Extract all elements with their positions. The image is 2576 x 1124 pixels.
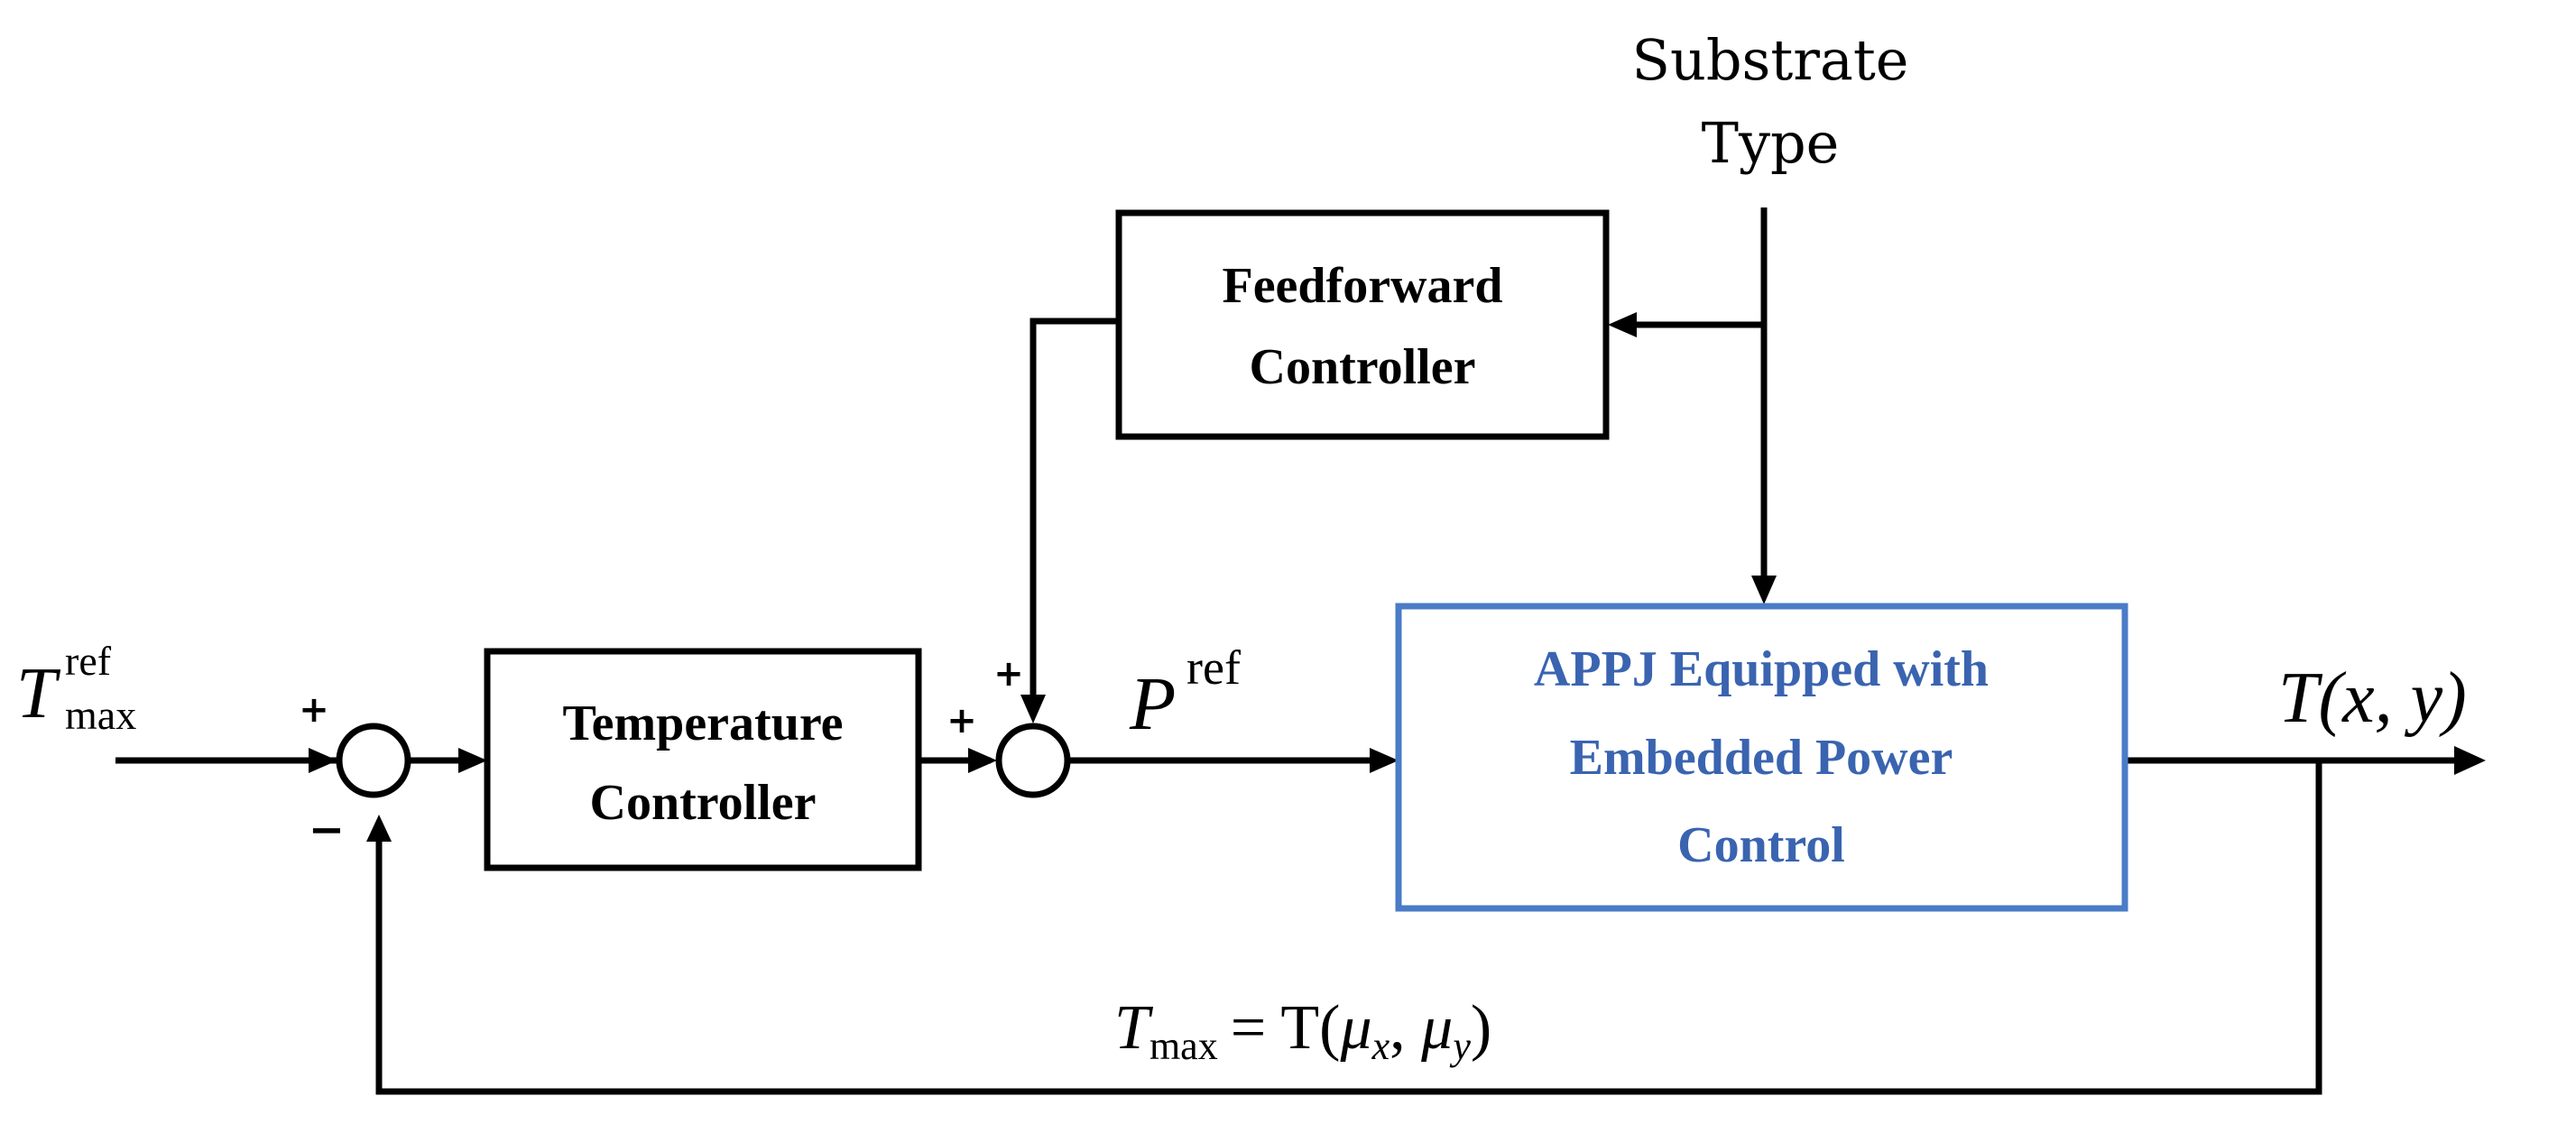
temperature-label-line2: Controller xyxy=(590,775,817,831)
plant-block xyxy=(1395,603,2128,912)
arrowhead-into-sum1 xyxy=(309,748,337,773)
power-ref-sup: ref xyxy=(1186,640,1241,695)
power-reference-label: P ref xyxy=(1129,640,1241,746)
temperature-controller-block xyxy=(484,648,922,871)
plant-label-line3: Control xyxy=(1677,817,1845,873)
sum1-plus-sign: + xyxy=(299,689,329,731)
arrowhead-feedback-into-sum1 xyxy=(366,815,392,842)
plant-label-line1: APPJ Equipped with xyxy=(1534,641,1989,697)
sum-junction-1 xyxy=(336,723,411,798)
wire-feedback-loop xyxy=(375,760,2322,1095)
sum1-minus-sign: − xyxy=(309,805,345,855)
reference-input-label: T ref max xyxy=(16,638,136,738)
feedforward-label-line1: Feedforward xyxy=(1222,258,1502,314)
arrowhead-ff-into-sum2 xyxy=(1020,695,1046,723)
plant-label-line2: Embedded Power xyxy=(1570,730,1953,786)
sum-junction-2 xyxy=(995,723,1071,798)
temperature-label-line1: Temperature xyxy=(562,696,843,751)
reference-sub: max xyxy=(65,692,136,738)
arrowhead-into-sum2 xyxy=(968,748,997,773)
arrowhead-into-ff xyxy=(1608,312,1637,337)
output-label: T(x, y) xyxy=(2278,659,2467,738)
reference-sup: ref xyxy=(65,638,112,684)
arrowhead-into-plant-top xyxy=(1751,576,1777,604)
sum2-plus-sign-left: + xyxy=(946,700,977,742)
power-ref-symbol: P xyxy=(1129,662,1176,746)
substrate-label-line1: Substrate xyxy=(1631,27,1908,93)
arrowhead-into-plant xyxy=(1370,748,1399,773)
arrowhead-into-temp xyxy=(458,748,487,773)
arrowhead-output xyxy=(2454,746,2486,775)
substrate-label-line2: Type xyxy=(1702,110,1840,176)
wire-ff-to-sum2 xyxy=(1029,318,1119,704)
feedback-equation: Tmax= T(μx, μy) xyxy=(1114,993,1491,1068)
reference-symbol: T xyxy=(16,654,61,733)
feedforward-controller-block xyxy=(1115,209,1610,440)
sum2-plus-sign-top: + xyxy=(993,653,1024,695)
feedforward-label-line2: Controller xyxy=(1250,339,1476,395)
